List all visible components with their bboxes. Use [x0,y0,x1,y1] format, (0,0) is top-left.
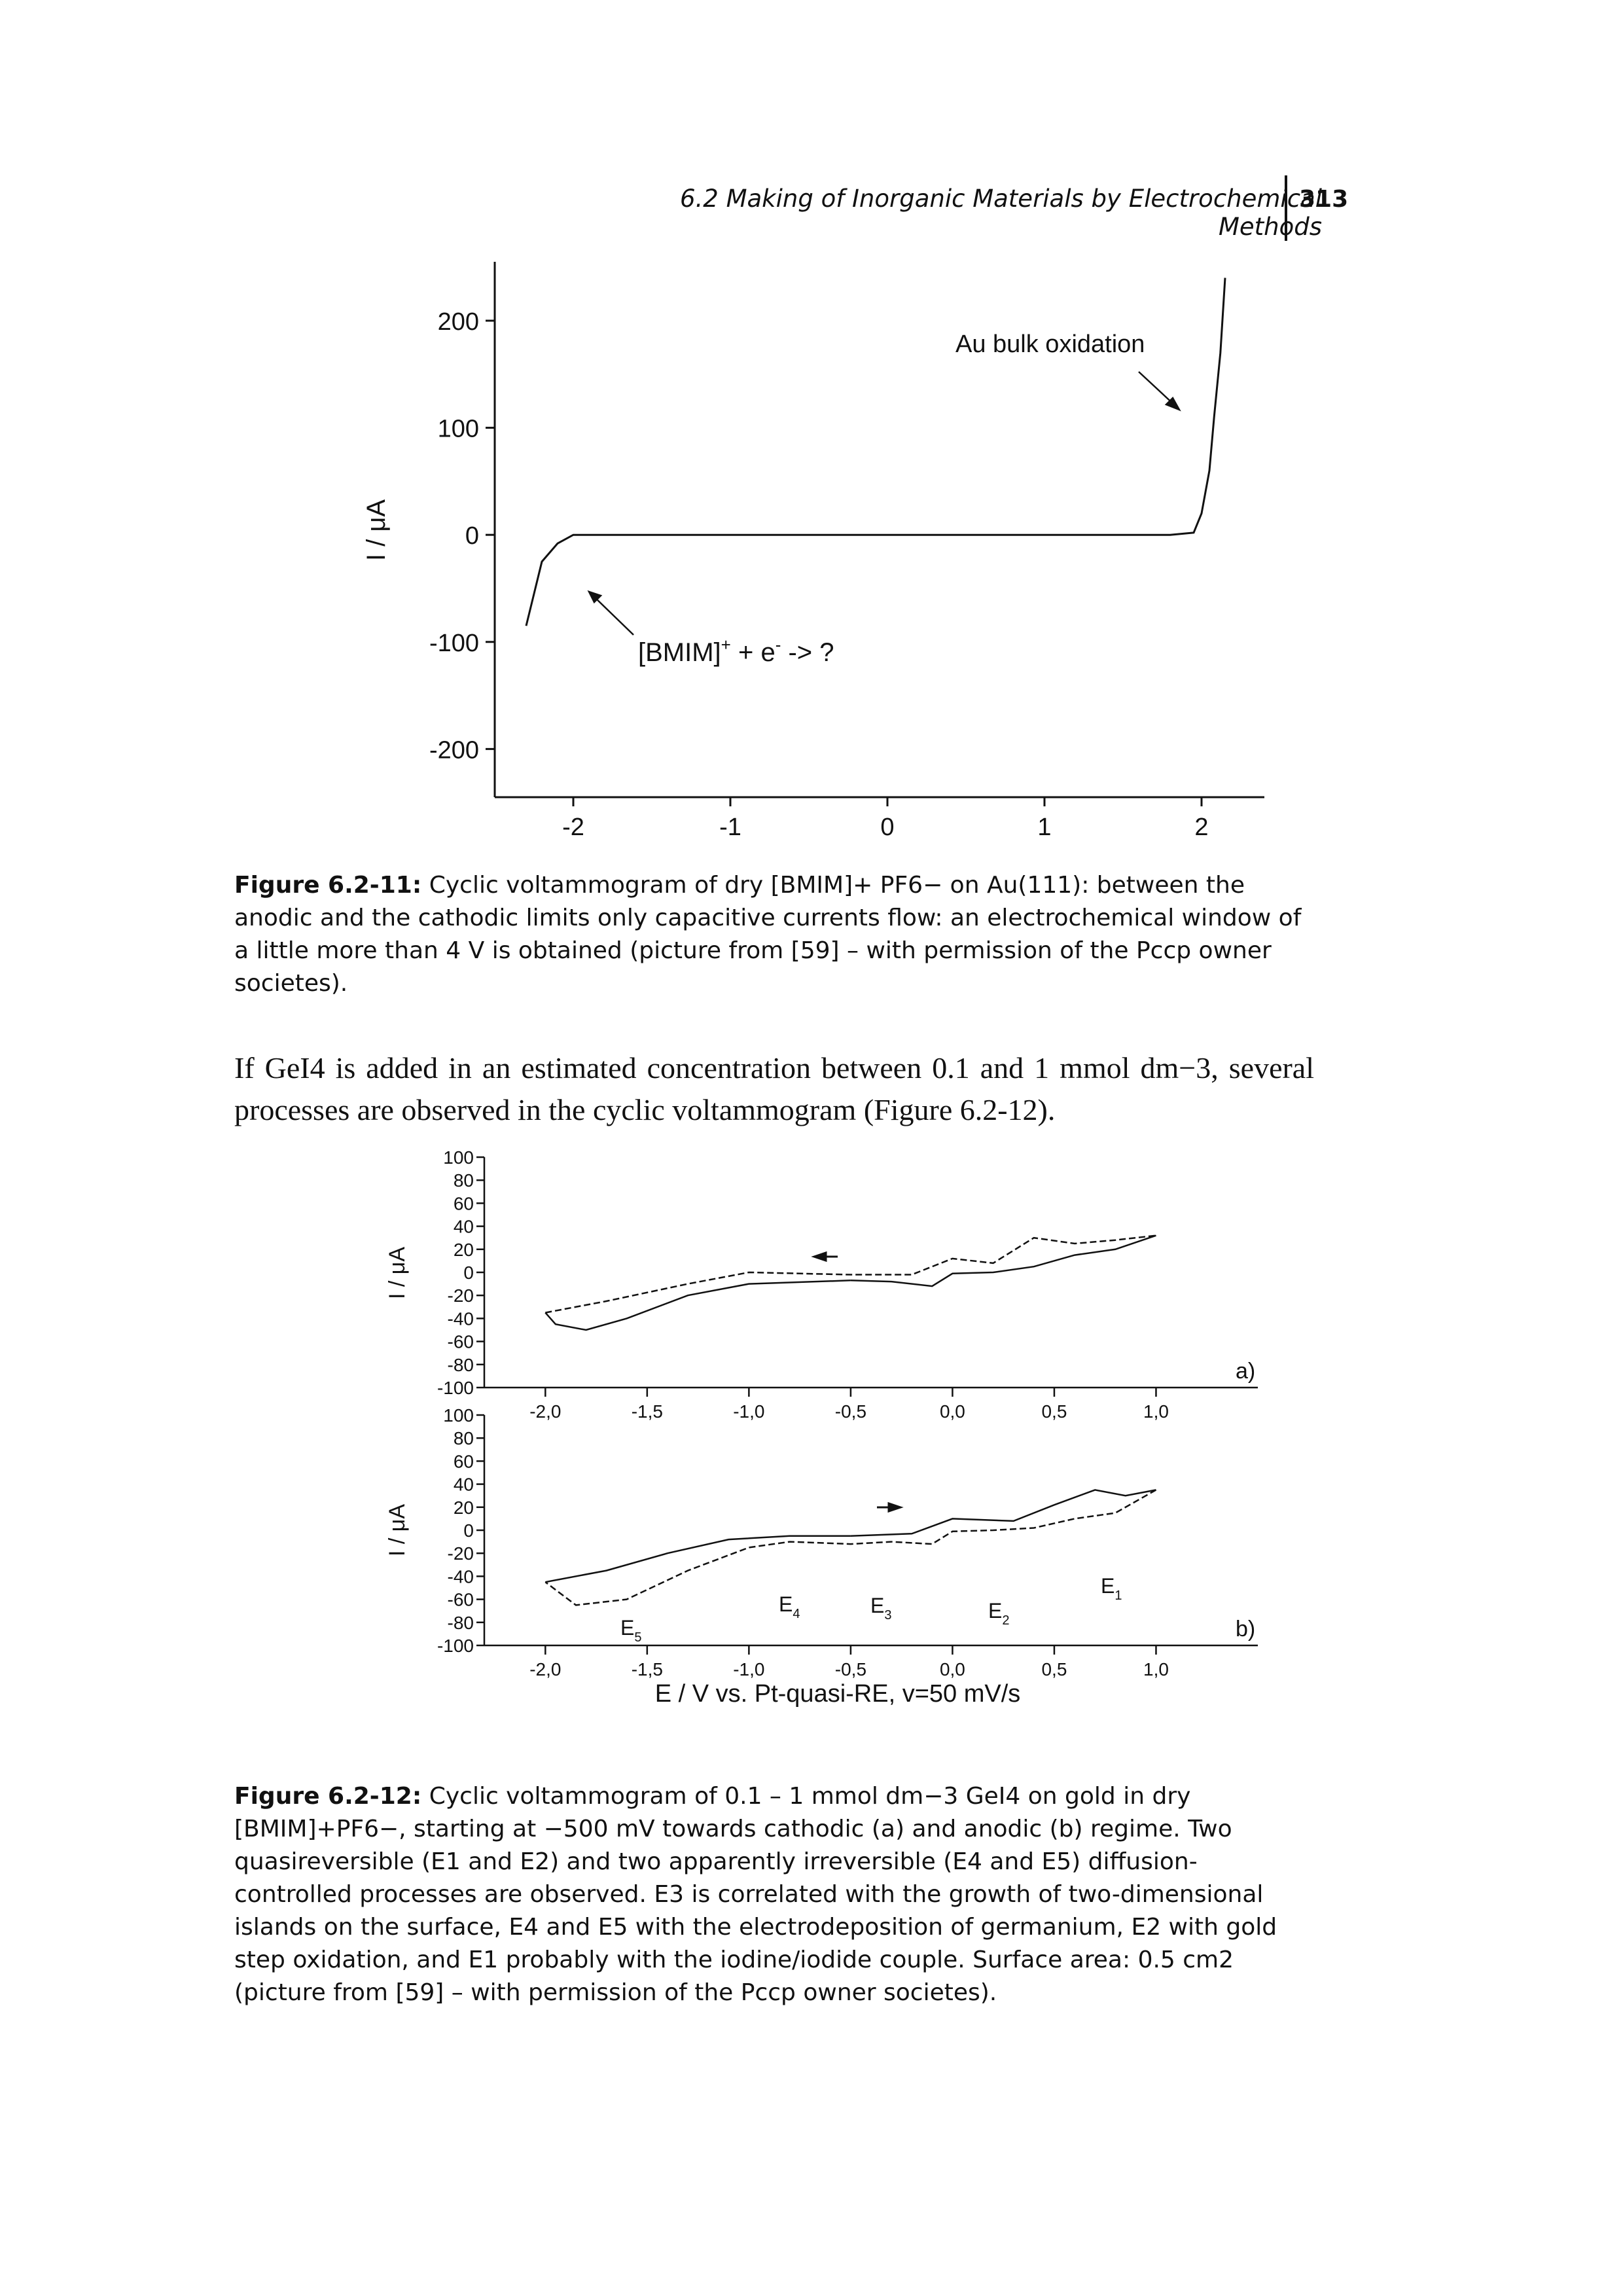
fig12a-y-tick-label: 20 [454,1240,474,1260]
fig12b-y-tick-label: 0 [463,1520,474,1541]
fig12b-x-tick-label: 0,0 [940,1659,965,1679]
figure-6-2-11-caption: Figure 6.2-11: Cyclic voltammogram of dr… [234,869,1314,1000]
fig12a-x-ticks: -2,0 -1,5 -1,0 -0,5 0,0 0,5 1,0 [529,1388,1169,1422]
fig12a-curves [544,1234,1156,1331]
fig12b-x-tick-label: -0,5 [835,1659,866,1679]
fig12a-series-line [545,1234,1156,1314]
fig12a-y-tick-label: 80 [454,1170,474,1191]
fig12b-x-tick-label: -2,0 [529,1659,561,1679]
fig11-x-ticks: -2 -1 0 1 2 [562,797,1209,841]
fig12b-series-line [545,1535,851,1583]
fig11-x-tick-label: -2 [562,814,584,841]
fig12a-direction-arrow [811,1251,838,1263]
fig12a-y-tick-label: -60 [448,1332,474,1352]
fig12b-y-tick-label: 80 [454,1428,474,1448]
peak-label-e1: E1 [1101,1574,1122,1603]
fig11-caption-label: Figure 6.2-11: [234,872,422,899]
fig11-x-tick-label: -1 [719,814,741,841]
fig12a-y-tick-label: 60 [454,1193,474,1213]
fig12b-y-tick-label: -40 [448,1566,474,1587]
fig12b-y-axis-label: I / μA [385,1504,410,1556]
fig11-x-tick-label: 1 [1037,814,1051,841]
fig12a-y-tick-label: -100 [437,1378,474,1398]
fig12a-y-tick-label: 40 [454,1217,474,1237]
page-number: 313 [1299,186,1349,213]
fig12b-y-tick-label: 40 [454,1475,474,1495]
fig12a-series-line [850,1234,1156,1287]
fig12a-y-tick-label: 100 [443,1147,474,1168]
fig12-caption-text: Cyclic voltammogram of 0.1 – 1 mmol dm−3… [234,1783,1277,2006]
fig11-y-tick-label: 100 [438,416,479,443]
fig11-x-tick-label: 0 [880,814,894,841]
peak-label-e3: E3 [870,1594,891,1623]
fig11-y-tick-label: 200 [438,308,479,336]
fig12b-y-tick-label: 60 [454,1451,474,1471]
fig12b-curves [544,1489,1157,1606]
fig12b-x-tick-label: -1,0 [733,1659,764,1679]
header-rule [1285,175,1287,241]
fig12a-series-line [544,1280,851,1331]
figure-6-2-11-chart: 200 100 0 -100 -200 -2 -1 0 1 2 I / μA Au bulk o… [362,262,1264,841]
fig12b-series-line [850,1489,1156,1537]
fig12b-y-tick-label: -80 [448,1613,474,1633]
fig12b-series-line [544,1489,1157,1606]
fig11-arrow-oxidation [1138,371,1181,412]
fig11-caption-text: Cyclic voltammogram of dry [BMIM]+ PF6− … [234,872,1302,997]
body-paragraph: If GeI4 is added in an estimated concent… [234,1051,1314,1126]
fig12b-y-tick-label: -60 [448,1590,474,1610]
fig12b-x-tick-label: 0,5 [1041,1659,1067,1679]
fig12a-x-tick-label: -0,5 [835,1401,866,1422]
fig12b-x-ticks: -2,0 -1,5 -1,0 -0,5 0,0 0,5 1,0 [529,1645,1169,1679]
fig12-panel-b-label: b) [1236,1617,1255,1641]
fig12b-y-tick-label: -20 [448,1543,474,1564]
fig11-annotation-oxidation: Au bulk oxidation [955,331,1145,358]
fig11-voltammogram-curve [525,278,1226,626]
fig11-y-tick-label: -100 [429,630,479,657]
fig12a-y-tick-label: -80 [448,1355,474,1375]
peak-label-e4: E4 [779,1592,800,1621]
fig12b-x-tick-label: 1,0 [1143,1659,1169,1679]
fig12a-y-tick-label: 0 [463,1263,474,1283]
fig12a-x-tick-label: -2,0 [529,1401,561,1422]
fig11-y-tick-label: 0 [465,522,479,550]
peak-label-e2: E2 [988,1599,1009,1628]
fig11-y-ticks: 200 100 0 -100 -200 [429,308,495,764]
fig12-panel-a-label: a) [1236,1359,1255,1384]
fig11-arrow-reduction [587,590,634,636]
figure-6-2-12-caption: Figure 6.2-12: Cyclic voltammogram of 0.… [234,1780,1314,2009]
fig12a-x-tick-label: 0,0 [940,1401,965,1422]
fig12b-x-tick-label: -1,5 [632,1659,663,1679]
fig11-y-axis-label: I / μA [362,499,391,562]
fig12b-direction-arrow [877,1501,904,1513]
fig12a-y-tick-label: -20 [448,1285,474,1306]
fig12b-y-tick-label: 100 [443,1405,474,1426]
fig11-y-tick-label: -200 [429,736,479,764]
fig12-caption-label: Figure 6.2-12: [234,1783,422,1810]
fig12a-x-tick-label: 0,5 [1041,1401,1067,1422]
fig12b-y-tick-label: -100 [437,1636,474,1656]
fig11-x-tick-label: 2 [1194,814,1208,841]
fig12a-x-tick-label: -1,5 [632,1401,663,1422]
fig11-annotation-reduction: [BMIM]+ + e- -> ? [638,635,834,667]
fig11-axes [493,262,1264,798]
fig12a-y-tick-label: -40 [448,1308,474,1329]
fig12-x-axis-label: E / V vs. Pt-quasi-RE, v=50 mV/s [655,1680,1021,1708]
fig12a-x-tick-label: 1,0 [1143,1401,1169,1422]
fig12b-y-tick-label: 20 [454,1498,474,1518]
peak-label-e5: E5 [620,1616,641,1645]
running-header: 6.2 Making of Inorganic Materials by Ele… [679,185,1322,241]
fig12a-x-tick-label: -1,0 [733,1401,764,1422]
fig12a-y-axis-label: I / μA [385,1247,410,1299]
